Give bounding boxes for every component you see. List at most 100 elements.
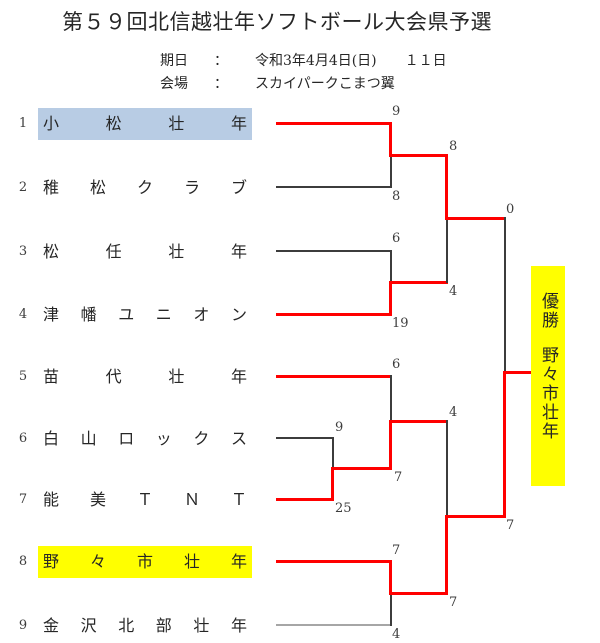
score-sf-bottom-upper: 4 — [449, 405, 458, 420]
team-name-char: 壮 — [168, 114, 185, 133]
team-name-kanazawa-hokubu-sonen: 金沢北部壮年 — [38, 610, 252, 642]
team-name-char: 壮 — [168, 242, 185, 261]
team-name-char: 北 — [118, 616, 135, 635]
team-name-char: 金 — [43, 616, 60, 635]
bracket-line-champion — [504, 371, 532, 374]
bracket-line-team8 — [276, 560, 390, 563]
team-name-char: 苗 — [43, 367, 60, 386]
score-final-lower: 7 — [506, 518, 515, 533]
team-name-char: Ｔ — [136, 490, 153, 509]
team-name-nonoichi-sonen: 野々市壮年 — [38, 546, 252, 578]
score-team8-qf: 7 — [392, 543, 401, 558]
team-name-char: 小 — [43, 114, 60, 133]
bracket-line-winner12 — [390, 154, 448, 157]
bracket-line-team5 — [276, 375, 390, 378]
champion-box: 優勝野々市壮年 — [531, 266, 565, 486]
seed-6: 6 — [18, 431, 28, 446]
venue-value: スカイパークこまつ翼 — [255, 76, 395, 92]
bracket-connector-match89-loser — [390, 593, 392, 626]
bracket-line-winner67 — [332, 467, 392, 470]
bracket-connector-sf-top-winner — [445, 154, 448, 220]
team-name-nawashiro-sonen: 苗代壮年 — [38, 361, 252, 393]
score-sf-top-upper: 8 — [449, 139, 458, 154]
champion-label: 優勝 — [538, 292, 558, 330]
team-name-char: 市 — [136, 552, 153, 571]
team-name-char: 松 — [43, 242, 60, 261]
bracket-connector-sf-bottom-loser — [446, 420, 448, 517]
team-name-char: ッ — [155, 429, 172, 448]
team-name-char: ク — [193, 429, 210, 448]
venue-colon: ： — [214, 76, 228, 92]
score-team1-qf: 9 — [392, 104, 401, 119]
bracket-line-team6 — [276, 437, 332, 439]
score-final-upper: 0 — [506, 202, 515, 217]
team-name-char: 松 — [89, 178, 106, 197]
team-name-char: 部 — [155, 616, 172, 635]
team-name-hakusan-rocks: 白山ロックス — [38, 423, 252, 455]
team-name-char: 年 — [230, 367, 247, 386]
team-name-char: 任 — [105, 242, 122, 261]
bracket-line-winner89 — [390, 592, 448, 595]
seed-5: 5 — [18, 369, 28, 384]
team-name-char: 々 — [89, 552, 106, 571]
bracket-connector-sf-bottom-winner — [445, 515, 448, 595]
bracket-connector-qf5-loser — [390, 375, 392, 422]
team-name-char: 能 — [43, 490, 60, 509]
seed-9: 9 — [18, 618, 28, 633]
team-name-komatsu-sonen: 小松壮年 — [38, 108, 252, 140]
bracket-connector-match67-winner — [331, 467, 334, 501]
team-name-char: 年 — [230, 114, 247, 133]
team-name-char: 沢 — [80, 616, 97, 635]
team-name-char: ブ — [230, 178, 247, 197]
team-name-char: 美 — [89, 490, 106, 509]
team-name-char: 山 — [80, 429, 97, 448]
bracket-line-team4 — [276, 313, 390, 316]
score-team4-qf: 19 — [392, 316, 409, 331]
bracket-connector-qf5-winner — [389, 420, 392, 470]
bracket-connector-sf-top-loser — [446, 217, 448, 283]
seed-7: 7 — [18, 492, 28, 507]
team-name-char: 年 — [230, 552, 247, 571]
team-name-char: 壮 — [168, 367, 185, 386]
team-name-char: 壮 — [193, 616, 210, 635]
bracket-line-winner34 — [390, 281, 448, 284]
page-title: 第５９回北信越壮年ソフトボール大会県予選 — [62, 10, 492, 34]
venue-label: 会場 — [160, 76, 188, 92]
bracket-line-team3 — [276, 250, 390, 252]
team-name-char: 代 — [105, 367, 122, 386]
bracket-line-team1 — [276, 122, 390, 125]
score-team6-r1: 9 — [335, 420, 344, 435]
bracket-line-team7 — [276, 498, 332, 501]
team-name-char: ユ — [118, 305, 135, 324]
team-name-char: 年 — [230, 616, 247, 635]
seed-3: 3 — [18, 244, 28, 259]
seed-1: 1 — [18, 116, 28, 131]
team-name-char: ス — [230, 429, 247, 448]
team-name-wakamatsu-club: 稚松クラブ — [38, 172, 252, 204]
team-name-char: 野 — [43, 552, 60, 571]
score-sf-top-lower: 4 — [449, 284, 458, 299]
team-name-char: ロ — [118, 429, 135, 448]
bracket-connector-final-loser — [504, 217, 506, 373]
score-sf-bottom-lower: 7 — [449, 595, 458, 610]
team-name-tsubata-union: 津幡ユニオン — [38, 299, 252, 331]
bracket-connector-match12-winner — [389, 122, 392, 157]
team-name-char: 白 — [43, 429, 60, 448]
team-name-char: 壮 — [183, 552, 200, 571]
team-name-char: Ｔ — [230, 490, 247, 509]
seed-4: 4 — [18, 307, 28, 322]
bracket-connector-match34-winner — [389, 281, 392, 316]
seed-2: 2 — [18, 180, 28, 195]
seed-8: 8 — [18, 554, 28, 569]
bracket-line-team9 — [276, 624, 390, 626]
champion-team: 野々市壮年 — [538, 346, 558, 441]
date-value: 令和3年4月4日(日) １１日 — [255, 53, 447, 69]
date-colon: ： — [214, 53, 228, 69]
score-team3-qf: 6 — [392, 231, 401, 246]
score-playin-winner-qf: 7 — [394, 470, 403, 485]
team-name-char: オ — [193, 305, 210, 324]
bracket-line-finalist-top — [446, 217, 506, 220]
bracket-line-winner5A — [390, 420, 448, 423]
